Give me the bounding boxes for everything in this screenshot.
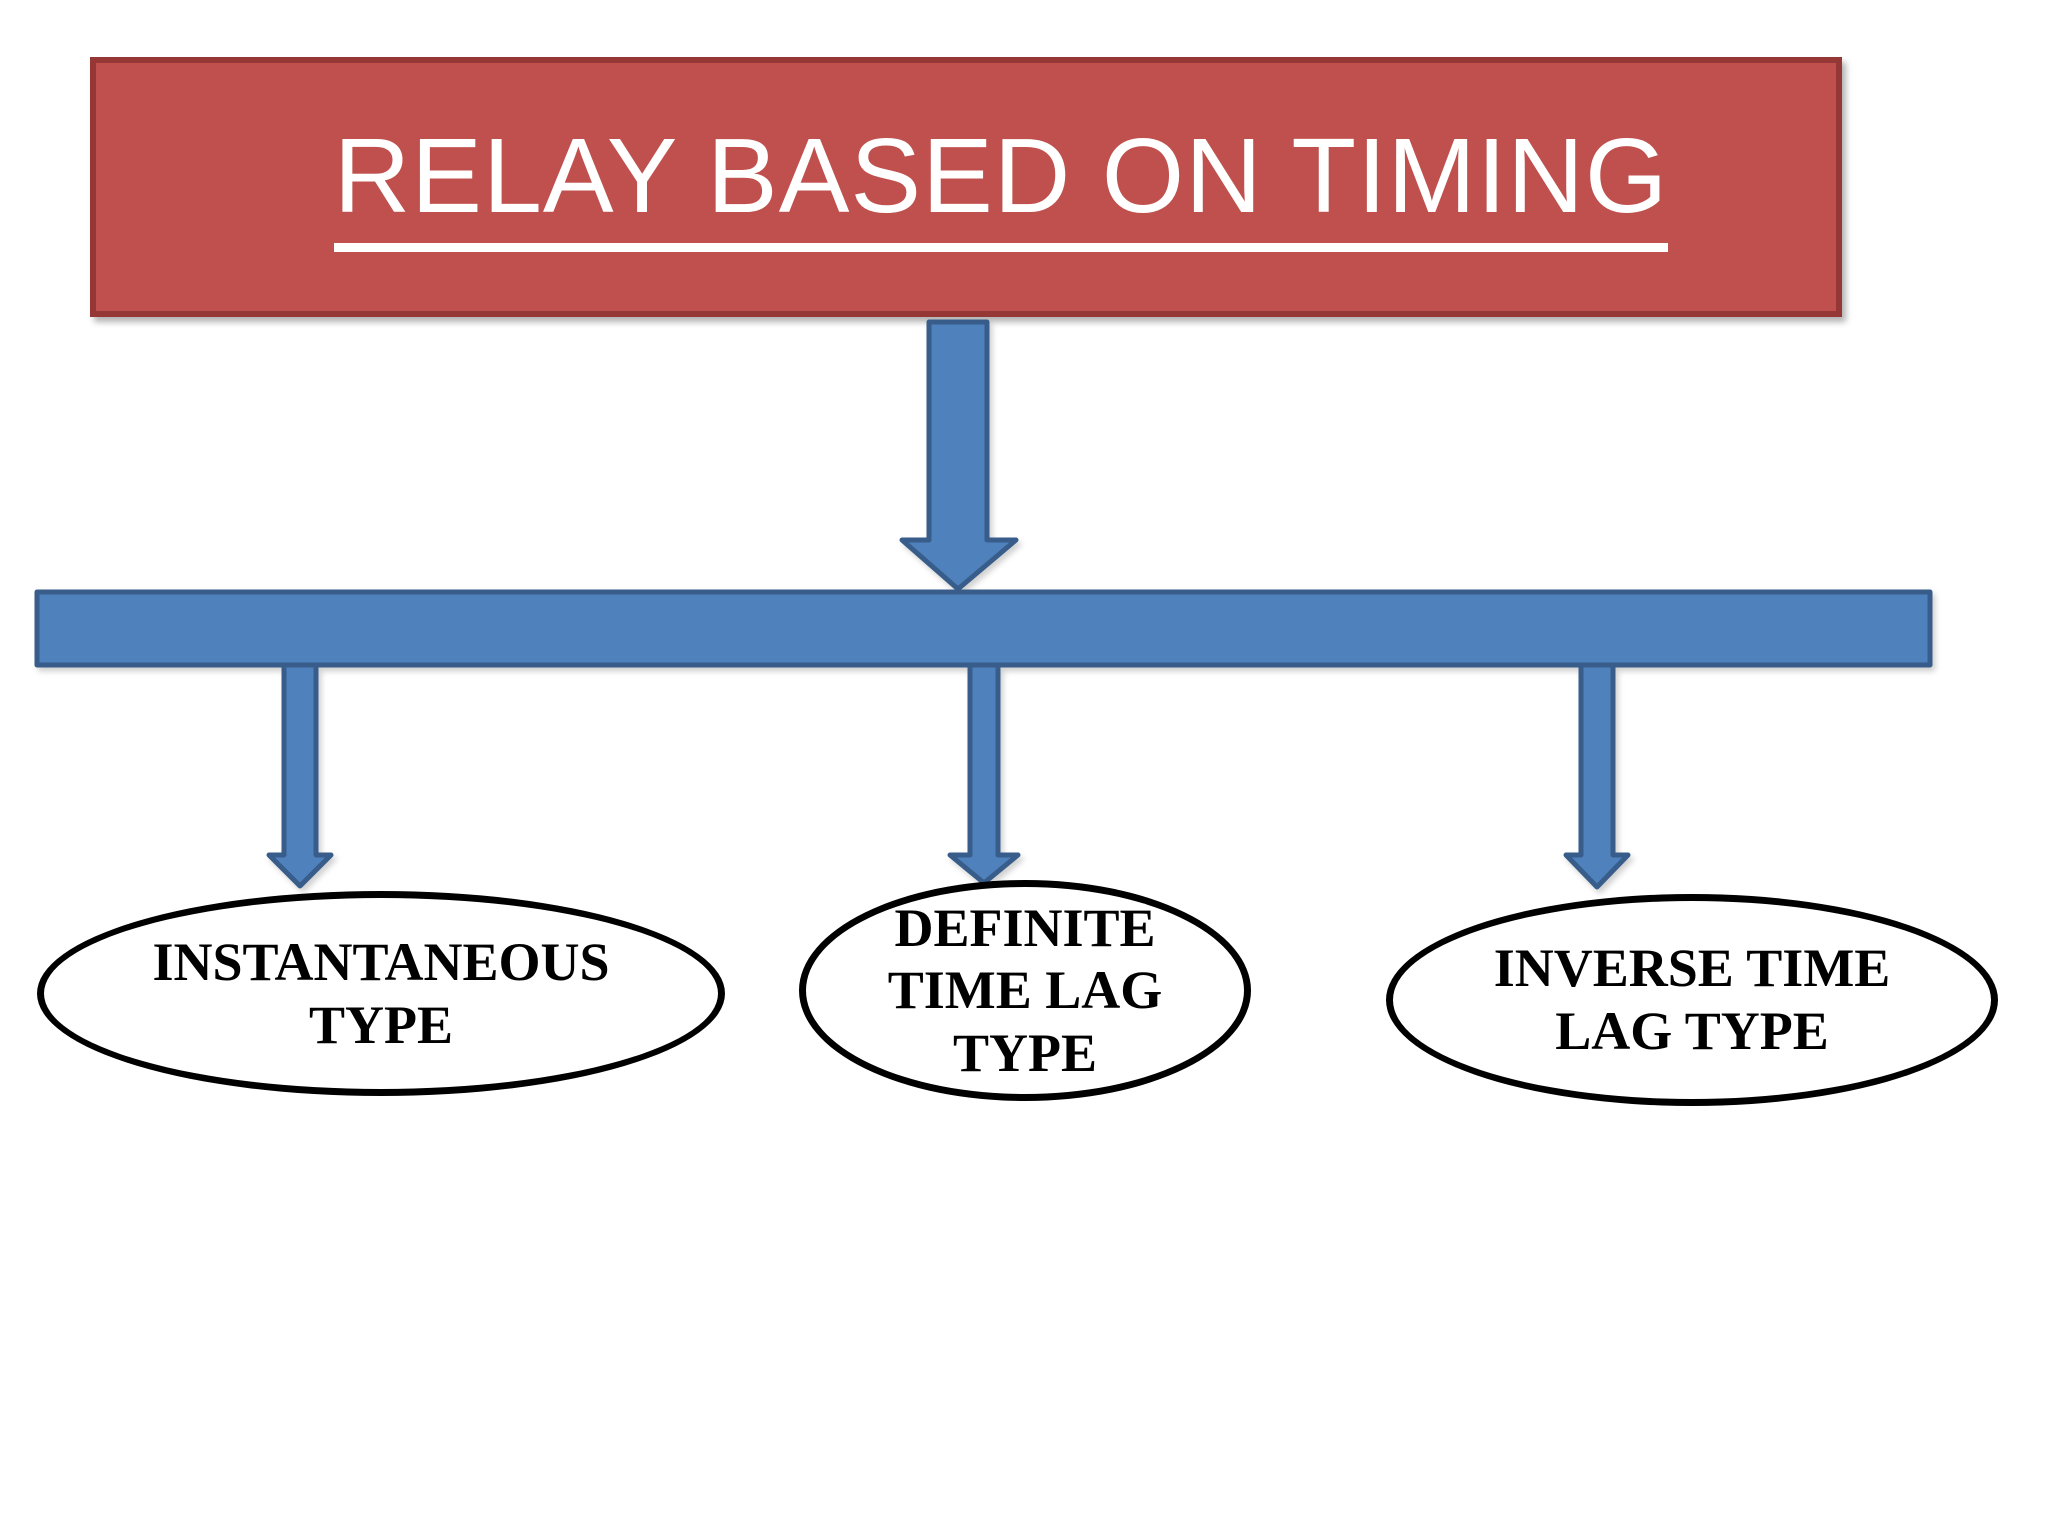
node-instantaneous-type-label: INSTANTANEOUS TYPE bbox=[152, 931, 610, 1055]
down-arrow-left-icon bbox=[266, 659, 334, 889]
header-box: RELAY BASED ON TIMING bbox=[90, 57, 1842, 317]
slide-title: RELAY BASED ON TIMING bbox=[333, 123, 1669, 252]
down-arrow-middle-icon bbox=[947, 659, 1021, 886]
node-definite-time-lag-type-label: DEFINITE TIME LAG TYPE bbox=[887, 897, 1163, 1083]
node-inverse-time-lag-type-label: INVERSE TIME LAG TYPE bbox=[1493, 938, 1891, 1061]
node-inverse-time-lag-type: INVERSE TIME LAG TYPE bbox=[1386, 894, 1998, 1106]
down-arrow-main-icon bbox=[899, 319, 1019, 592]
horizontal-distribution-bar bbox=[34, 589, 1933, 668]
node-instantaneous-type: INSTANTANEOUS TYPE bbox=[37, 891, 725, 1096]
node-definite-time-lag-type: DEFINITE TIME LAG TYPE bbox=[799, 880, 1251, 1101]
down-arrow-right-icon bbox=[1563, 659, 1631, 890]
